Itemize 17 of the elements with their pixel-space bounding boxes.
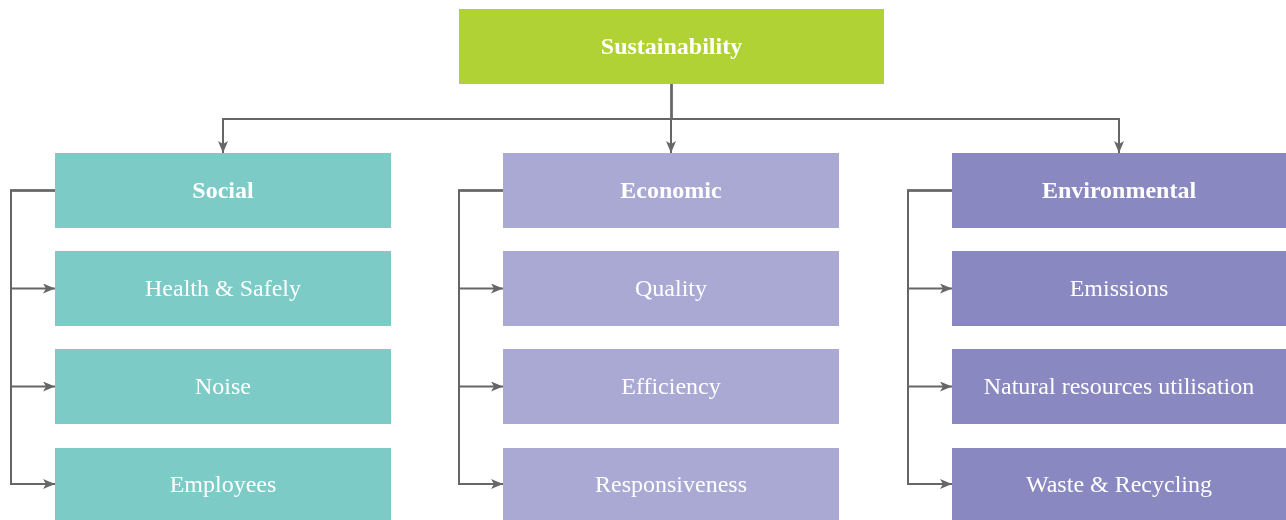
item-box: Emissions xyxy=(952,251,1286,326)
item-box: Natural resources utilisation xyxy=(952,349,1286,424)
item-box: Noise xyxy=(55,349,391,424)
connector-arrow xyxy=(458,189,504,489)
connector-arrow xyxy=(10,189,56,489)
connector-arrow xyxy=(907,189,953,489)
item-box: Employees xyxy=(55,448,391,520)
root-box: Sustainability xyxy=(459,9,884,84)
category-box: Environmental xyxy=(952,153,1286,228)
item-box: Waste & Recycling xyxy=(952,448,1286,520)
category-box: Social xyxy=(55,153,391,228)
connector-arrow xyxy=(670,83,1124,154)
category-box: Economic xyxy=(503,153,839,228)
item-box: Health & Safely xyxy=(55,251,391,326)
item-box: Efficiency xyxy=(503,349,839,424)
item-box: Quality xyxy=(503,251,839,326)
item-box: Responsiveness xyxy=(503,448,839,520)
